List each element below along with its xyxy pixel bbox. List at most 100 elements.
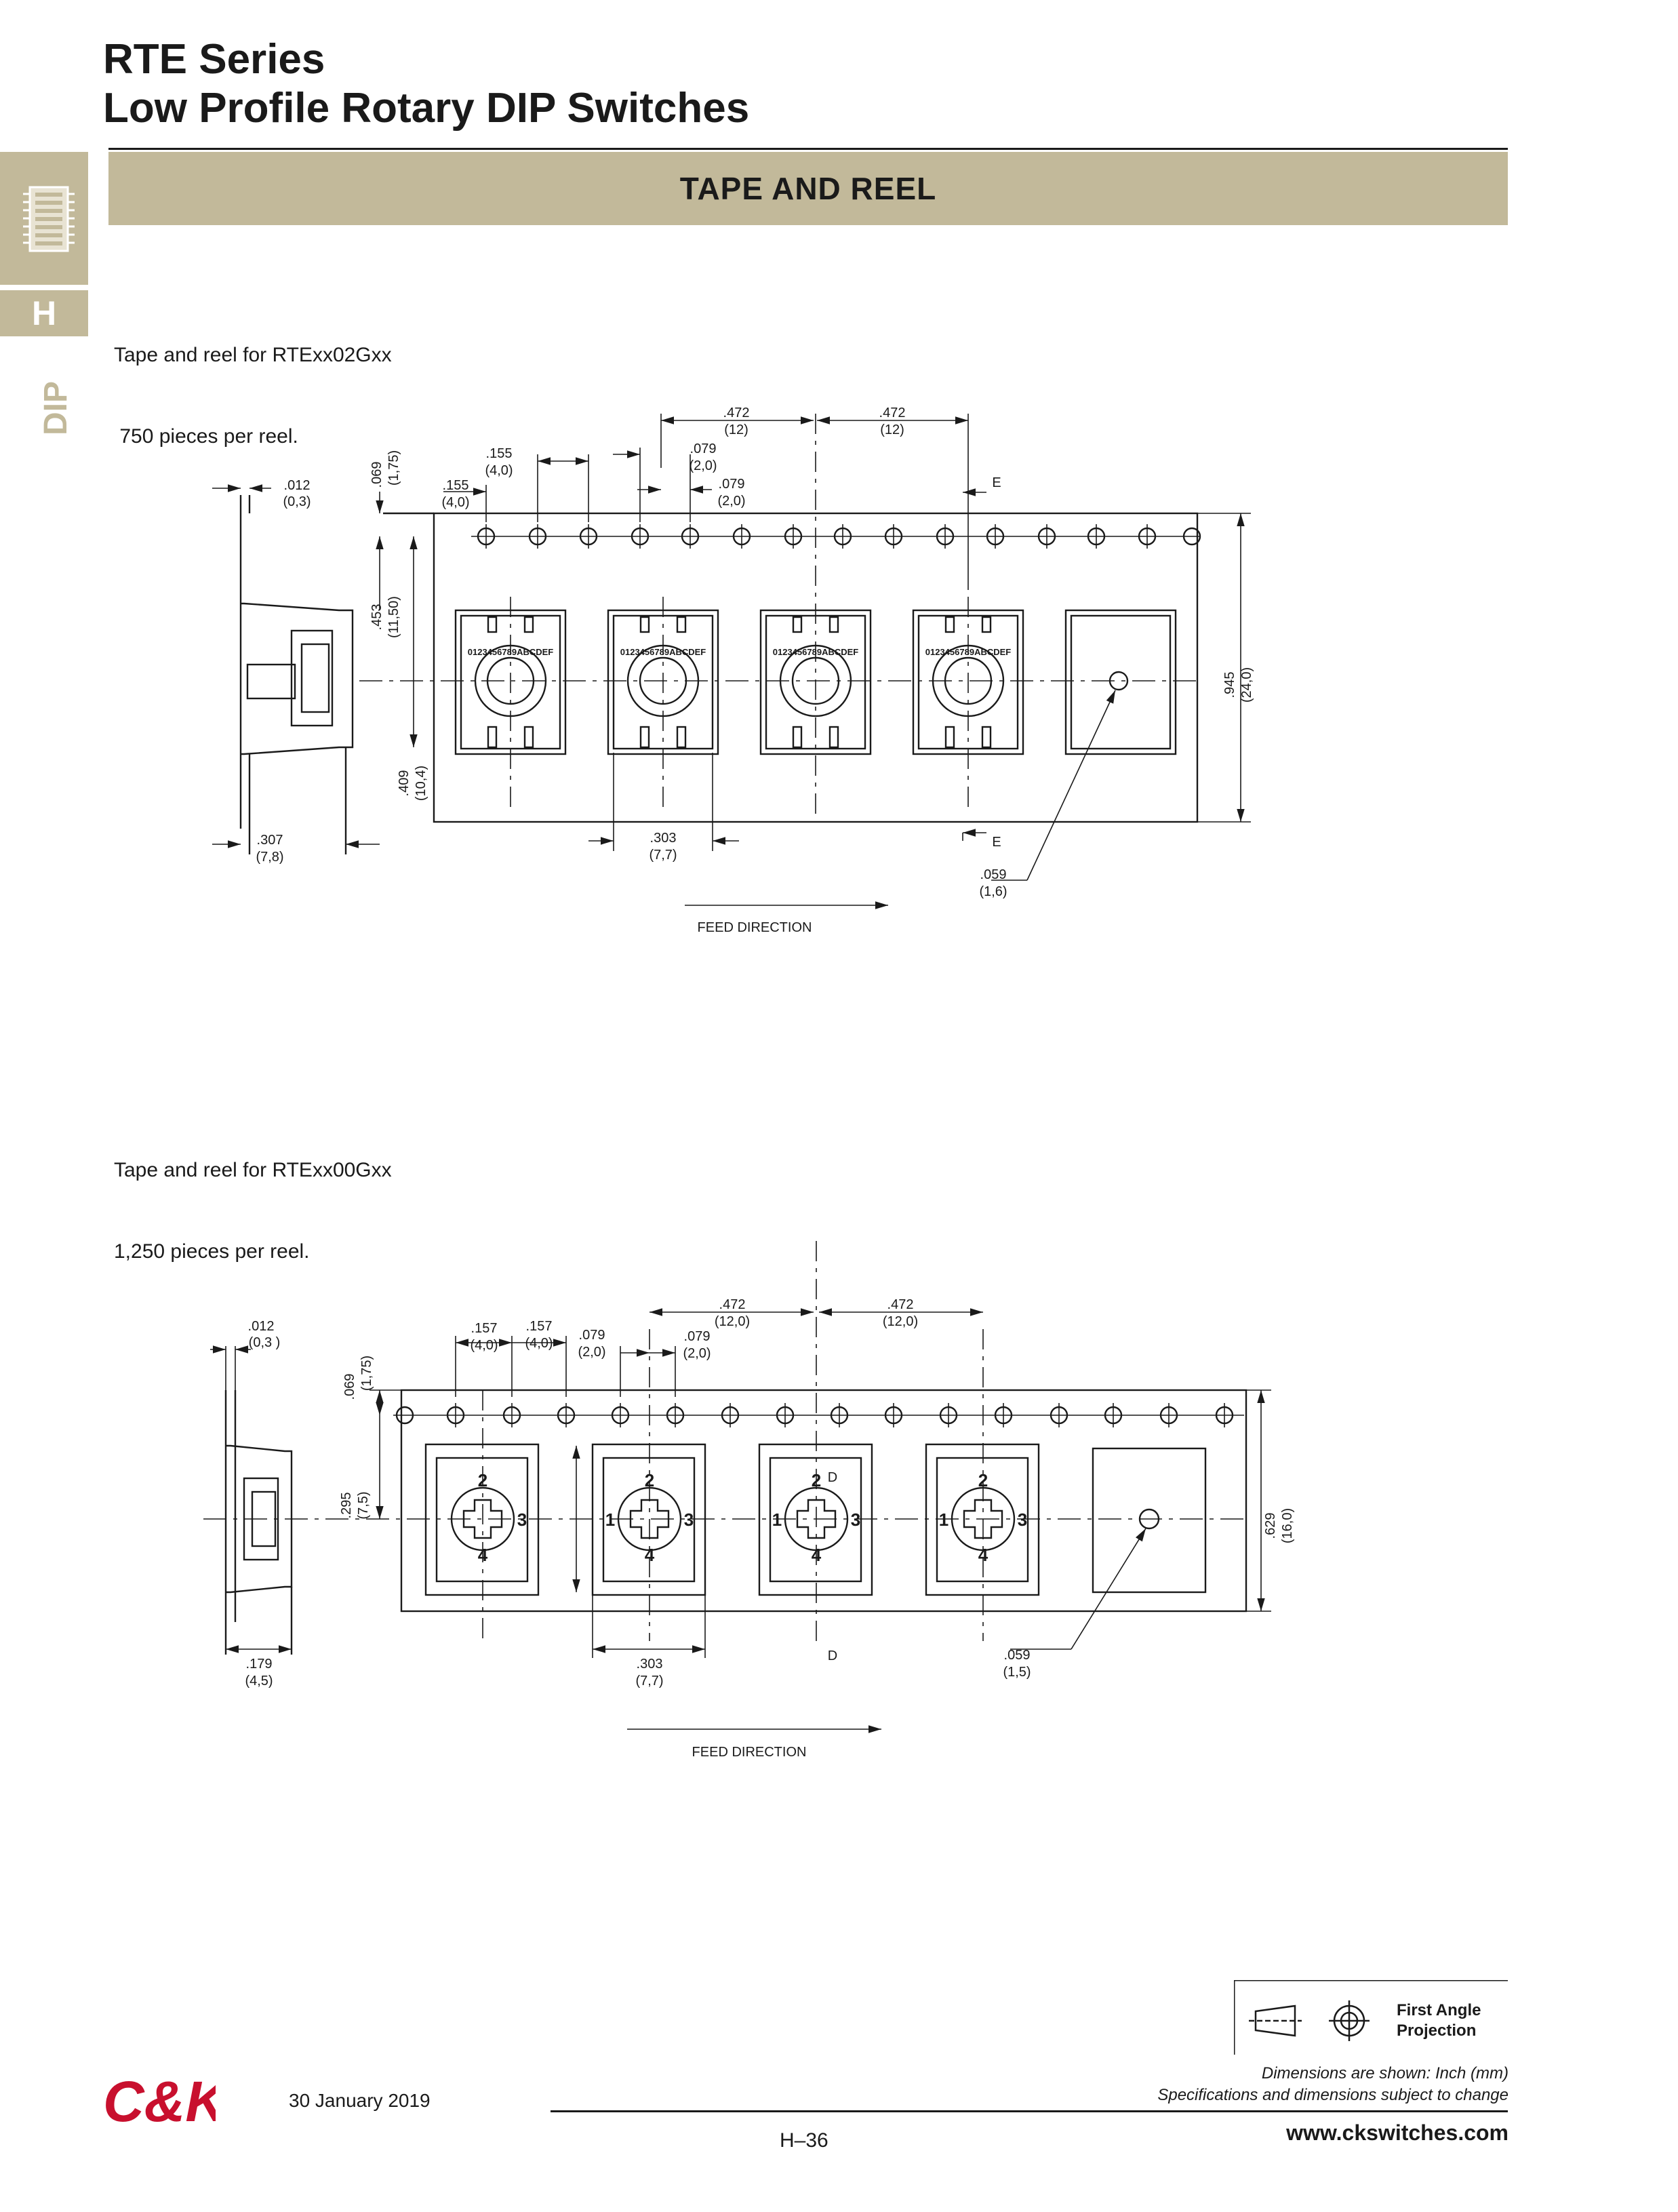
dim-059-mm: (1,6) [979, 884, 1007, 899]
dim-945: .945 [1222, 672, 1237, 698]
diagram2-drawing: 2 4 3 2 1 3 4 2 1 3 4 2 1 3 4 .472 (12,0… [203, 1241, 1295, 1760]
pos-4-c: 4 [812, 1545, 822, 1565]
dim-472a-mm: (12) [724, 422, 748, 437]
pos-2-b: 2 [645, 1470, 654, 1490]
rotary-labels-1: 0123456789ABCDEF [468, 647, 554, 657]
dim-303-mm: (7,7) [649, 848, 677, 863]
dim-155b-mm: (4,0) [441, 495, 469, 510]
dim2-629-mm: (16,0) [1280, 1508, 1295, 1543]
dim-155b: .155 [443, 478, 469, 493]
diagram1-drawing: 0123456789ABCDEF 0123456789ABCDEF 012345… [212, 406, 1254, 935]
rotary-labels-2: 0123456789ABCDEF [620, 647, 706, 657]
feed-direction-2: FEED DIRECTION [692, 1745, 807, 1760]
title-line-2: Low Profile Rotary DIP Switches [103, 85, 750, 132]
dim2-179: .179 [246, 1657, 273, 1672]
footer-rule [551, 2110, 1508, 2112]
diagram2-caption: Tape and reel for RTExx00Gxx 1,250 piece… [114, 1103, 392, 1292]
dim2-303: .303 [637, 1657, 663, 1672]
page-title: RTE Series Low Profile Rotary DIP Switch… [103, 35, 749, 133]
projection-label-1: First Angle [1397, 2001, 1481, 2019]
website-link[interactable]: www.ckswitches.com [1286, 2120, 1509, 2145]
dim-155a: .155 [486, 446, 513, 461]
dim2-303-mm: (7,7) [635, 1674, 663, 1688]
dim-079b-mm: (2,0) [717, 494, 745, 509]
dim-012: .012 [284, 478, 311, 493]
dim-079a: .079 [690, 441, 717, 456]
diagram1-caption: Tape and reel for RTExx02Gxx 750 pieces … [114, 288, 392, 477]
diagram1-caption-line2: 750 pieces per reel. [114, 425, 298, 448]
pos-3-b: 3 [684, 1509, 694, 1530]
dim-155a-mm: (4,0) [485, 463, 513, 478]
diagram2-caption-line2: 1,250 pieces per reel. [114, 1240, 310, 1263]
dim-472b: .472 [879, 406, 906, 420]
publication-date: 30 January 2019 [289, 2090, 431, 2111]
dim2-157b: .157 [526, 1319, 553, 1334]
mark-e-bottom: E [992, 835, 1001, 850]
dim-307: .307 [257, 833, 283, 848]
side-tab-dip-label: DIP [38, 381, 74, 435]
projection-symbol: First Angle Projection [1233, 1979, 1508, 2055]
dim-079a-mm: (2,0) [689, 458, 717, 473]
ck-logo: C&K [100, 2070, 230, 2133]
mark-d-top: D [828, 1470, 837, 1485]
note-change: Specifications and dimensions subject to… [1157, 2086, 1509, 2104]
section-title: TAPE AND REEL [679, 171, 937, 206]
feed-direction-1: FEED DIRECTION [698, 920, 812, 935]
dim2-012: .012 [248, 1319, 275, 1334]
rotary-labels-3: 0123456789ABCDEF [773, 647, 859, 657]
dim2-069-mm: (1,75) [359, 1356, 374, 1391]
side-tab-letter: H [0, 290, 88, 336]
dim-472b-mm: (12) [880, 422, 904, 437]
title-line-1: RTE Series [103, 36, 325, 83]
dimension-notes: Dimensions are shown: Inch (mm) Specific… [1157, 2063, 1509, 2106]
pos-1-c: 1 [772, 1509, 782, 1530]
page-number: H–36 [780, 2129, 828, 2152]
side-tab-dip: DIP [27, 359, 88, 441]
projection-label-2: Projection [1397, 2021, 1476, 2040]
mark-d-bottom: D [828, 1648, 837, 1663]
rotary-labels-4: 0123456789ABCDEF [925, 647, 1012, 657]
dim2-157a: .157 [471, 1321, 498, 1336]
pos-3-a: 3 [517, 1509, 527, 1530]
dim-069-mm: (1,75) [386, 450, 401, 486]
diagram1-caption-line1: Tape and reel for RTExx02Gxx [114, 344, 392, 366]
dim-453: .453 [369, 604, 384, 631]
side-tab-icon [0, 152, 88, 285]
dim2-179-mm: (4,5) [245, 1674, 273, 1688]
diagram2-caption-line1: Tape and reel for RTExx00Gxx [114, 1159, 392, 1181]
pos-3-c: 3 [851, 1509, 860, 1530]
header-rule [108, 148, 1508, 150]
pos-2-a: 2 [478, 1470, 487, 1490]
pos-4-a: 4 [478, 1545, 488, 1565]
dim-079b: .079 [719, 477, 745, 492]
pos-1-b: 1 [605, 1509, 615, 1530]
dim2-295: .295 [339, 1493, 354, 1519]
dim2-059: .059 [1004, 1648, 1031, 1663]
dim-472a: .472 [723, 406, 750, 420]
dim2-079b: .079 [684, 1329, 711, 1344]
section-header: TAPE AND REEL [108, 152, 1508, 225]
pos-2-d: 2 [978, 1470, 988, 1490]
dip-switch-icon [23, 186, 75, 252]
pos-4-b: 4 [645, 1545, 655, 1565]
dim-069: .069 [369, 462, 384, 488]
dim2-079a: .079 [579, 1328, 605, 1343]
dim-453-mm: (11,50) [386, 596, 401, 638]
dim-409: .409 [397, 770, 412, 797]
dim2-079b-mm: (2,0) [683, 1346, 711, 1361]
dim2-295-mm: (7,5) [356, 1491, 371, 1519]
dim-059: .059 [980, 867, 1007, 882]
dim-012-mm: (0,3) [283, 494, 311, 509]
dim-945-mm: (24,0) [1239, 667, 1254, 703]
dim2-059-mm: (1,5) [1003, 1665, 1031, 1680]
dim2-012-mm: (0,3 ) [249, 1335, 281, 1350]
pos-3-d: 3 [1018, 1509, 1027, 1530]
dim2-472b: .472 [887, 1297, 914, 1312]
pos-4-d: 4 [978, 1545, 988, 1565]
dim2-157b-mm: (4,0) [525, 1336, 553, 1351]
dim2-472a: .472 [719, 1297, 746, 1312]
pos-1-d: 1 [939, 1509, 948, 1530]
dim2-079a-mm: (2,0) [578, 1345, 605, 1360]
dim2-472b-mm: (12,0) [883, 1314, 918, 1329]
mark-e-top: E [992, 475, 1001, 490]
